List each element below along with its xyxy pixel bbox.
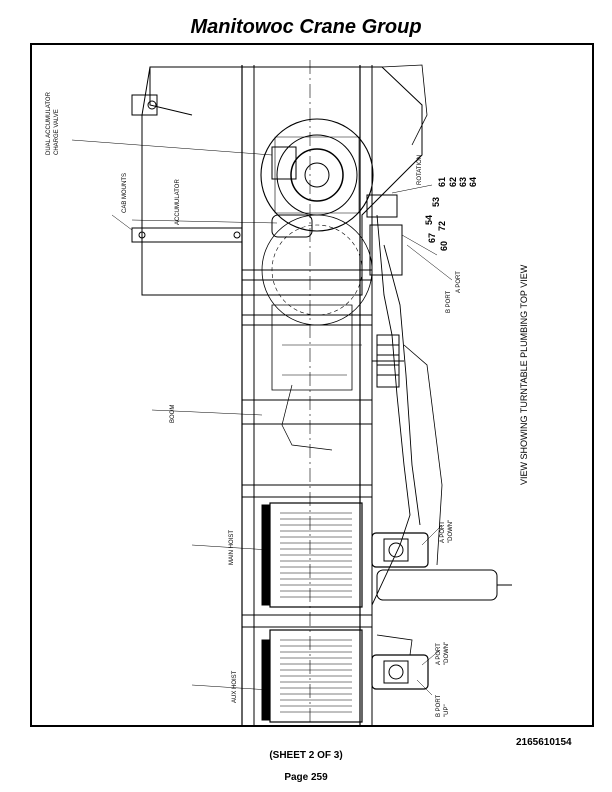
label-rotation: ROTATION <box>417 154 423 185</box>
label-main-a-port-down: "DOWN" <box>448 519 454 543</box>
control-valve-bank <box>372 334 404 388</box>
label-accumulator: ACCUMULATOR <box>175 179 181 225</box>
main-hoist-motor <box>371 532 429 568</box>
document-number: 2165610154 <box>516 737 572 748</box>
label-cab-mounts: CAB MOUNTS <box>122 172 128 213</box>
main-hoist-drum <box>261 502 363 608</box>
accumulator <box>271 214 313 238</box>
hydraulic-tank <box>271 304 353 391</box>
label-dual-accumulator: DUAL ACCUMULATOR <box>46 92 52 155</box>
drawing-frame: DUAL ACCUMULATOR CHARGE VALVE CAB MOUNTS… <box>30 43 594 727</box>
callout-67: 67 <box>427 232 437 243</box>
callout-72: 72 <box>437 220 447 231</box>
label-aux-a-port: A PORT <box>436 643 442 665</box>
hose-run-1 <box>371 214 411 606</box>
callout-60: 60 <box>439 240 449 251</box>
cab-mount-bracket <box>131 227 243 243</box>
view-caption: VIEW SHOWING TURNTABLE PLUMBING TOP VIEW <box>519 264 529 485</box>
aux-hoist-motor <box>371 654 429 690</box>
turntable-outline <box>141 66 423 296</box>
label-a-port: A PORT <box>456 271 462 293</box>
label-aux-b-port-up: "UP" <box>444 704 450 717</box>
label-boom: BOOM <box>170 404 176 423</box>
callout-53: 53 <box>431 196 441 207</box>
sheet-indicator: (SHEET 2 OF 3) <box>269 750 343 761</box>
counterweight-bracket <box>381 64 428 146</box>
callout-63: 63 <box>458 176 468 187</box>
label-aux-hoist: AUX HOIST <box>232 670 238 703</box>
callout-61: 61 <box>437 176 447 187</box>
callout-64: 64 <box>468 176 478 187</box>
aux-hoist-drum <box>261 629 363 723</box>
label-main-a-port: A PORT <box>440 521 446 543</box>
rotation-manifold <box>366 194 398 218</box>
callout-54: 54 <box>424 214 434 225</box>
page-title: Manitowoc Crane Group <box>190 16 422 38</box>
reservoir <box>376 569 498 601</box>
turntable-plumbing-drawing <box>71 60 512 727</box>
label-aux-b-port: B PORT <box>436 694 442 717</box>
label-b-port: B PORT <box>446 290 452 313</box>
charge-valve <box>271 146 297 180</box>
label-main-hoist: MAIN HOIST <box>229 529 235 565</box>
label-aux-a-port-down: "DOWN" <box>444 641 450 665</box>
hose-run-2 <box>383 244 421 526</box>
label-charge-valve: CHARGE VALVE <box>54 109 60 155</box>
page-number: Page 259 <box>284 772 328 783</box>
swing-bearing <box>260 118 374 232</box>
boom-pivot-crossmember <box>241 399 373 425</box>
callout-62: 62 <box>448 176 458 187</box>
